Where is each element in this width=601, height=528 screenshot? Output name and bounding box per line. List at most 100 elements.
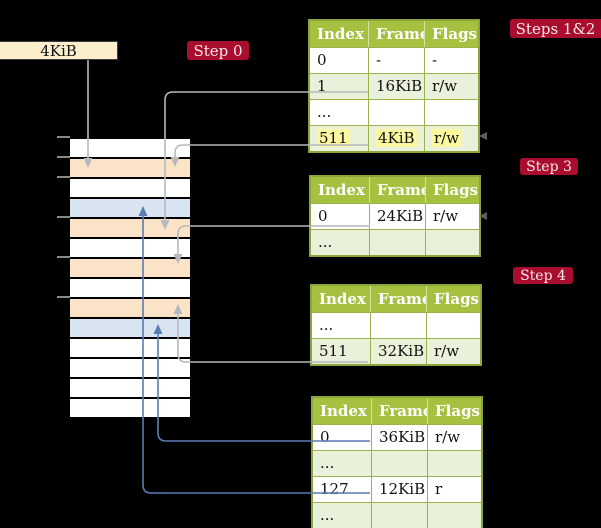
- column-header: Frame: [371, 398, 427, 424]
- table-cell: 0: [320, 428, 330, 446]
- size-box-4kib: 4KiB: [0, 41, 118, 60]
- table-cell: 0: [318, 207, 328, 225]
- highlighted-value: 4KiB: [376, 129, 417, 147]
- table-cell: -: [424, 48, 478, 73]
- table-cell: r/w: [427, 425, 481, 450]
- table-row: ...: [313, 502, 481, 528]
- memory-row-peach: [70, 219, 190, 239]
- column-header: Frame: [368, 21, 424, 47]
- table-row: 511 4KiB r/w: [310, 125, 478, 151]
- column-header: Flags: [425, 177, 479, 203]
- table-header-row: IndexFrameFlags: [312, 286, 480, 312]
- table-cell: ...: [320, 454, 335, 472]
- table-cell: 36KiB: [371, 425, 427, 450]
- memory-tick: [57, 136, 70, 138]
- table-row: ...: [311, 229, 479, 255]
- highlighted-value: 511: [317, 129, 350, 147]
- step-4-label: Step 4: [520, 267, 566, 284]
- table-cell: 1: [317, 77, 327, 95]
- memory-tick: [57, 176, 70, 178]
- highlighted-value: r/w: [432, 129, 462, 147]
- memory-row-white: [70, 359, 190, 379]
- page-table-step-3: IndexFrameFlags024KiBr/w...: [309, 175, 481, 257]
- column-header: Frame: [370, 286, 426, 312]
- table-cell: 12KiB: [371, 477, 427, 502]
- table-row: 0 --: [310, 47, 478, 73]
- table-row: ...: [312, 312, 480, 338]
- cropped-pointer-pt1-row511-arrowhead-icon: [479, 132, 487, 140]
- memory-row-white: [70, 239, 190, 259]
- table-cell: ...: [319, 316, 334, 334]
- memory-row-white: [70, 379, 190, 399]
- column-header: Index: [318, 181, 365, 199]
- column-header: Index: [317, 25, 364, 43]
- memory-tick: [57, 296, 70, 298]
- steps-1-2-badge: Steps 1&2: [510, 19, 601, 38]
- column-header: Flags: [427, 398, 481, 424]
- memory-tick: [57, 216, 70, 218]
- memory-row-peach: [70, 299, 190, 319]
- column-header: Index: [320, 402, 367, 420]
- table-cell: [369, 230, 425, 255]
- table-cell: -: [368, 48, 424, 73]
- table-cell: 4KiB: [368, 126, 424, 151]
- table-cell: r/w: [426, 339, 480, 364]
- table-cell: ...: [317, 103, 332, 121]
- table-cell: [371, 503, 427, 528]
- table-header-row: IndexFrameFlags: [311, 177, 479, 203]
- memory-row-white: [70, 179, 190, 199]
- table-cell: 127: [320, 480, 349, 498]
- memory-tick: [57, 156, 70, 158]
- table-header-row: IndexFrameFlags: [313, 398, 481, 424]
- table-cell: [425, 230, 479, 255]
- table-cell: [371, 451, 427, 476]
- size-box-label: 4KiB: [40, 41, 77, 60]
- memory-row-white: [70, 139, 190, 159]
- memory-tick: [57, 256, 70, 258]
- table-cell: 24KiB: [369, 204, 425, 229]
- table-cell: [424, 100, 478, 125]
- column-header: Flags: [426, 286, 480, 312]
- table-cell: 0: [317, 51, 327, 69]
- step-3-label: Step 3: [526, 158, 572, 175]
- table-cell: r/w: [424, 74, 478, 99]
- step-0-label: Step 0: [193, 41, 243, 60]
- memory-row-white: [70, 399, 190, 419]
- table-row: ...: [310, 99, 478, 125]
- step-0-badge: Step 0: [187, 41, 249, 60]
- table-cell: 16KiB: [368, 74, 424, 99]
- table-cell: [426, 313, 480, 338]
- table-cell: [368, 100, 424, 125]
- table-cell: ...: [318, 233, 333, 251]
- step-4-badge: Step 4: [513, 267, 573, 284]
- table-cell: r: [427, 477, 481, 502]
- table-cell: 511: [319, 342, 348, 360]
- table-header-row: IndexFrameFlags: [310, 21, 478, 47]
- step-3-badge: Step 3: [520, 158, 578, 175]
- table-cell: 32KiB: [370, 339, 426, 364]
- memory-row-white: [70, 339, 190, 359]
- table-cell: [427, 503, 481, 528]
- memory-row-peach: [70, 159, 190, 179]
- memory-row-blue: [70, 199, 190, 219]
- table-cell: 511: [310, 126, 368, 151]
- steps-1-2-label: Steps 1&2: [515, 19, 596, 38]
- column-header: Frame: [369, 177, 425, 203]
- column-header: Flags: [424, 21, 478, 47]
- memory-row-blue: [70, 319, 190, 339]
- table-cell: ...: [320, 506, 335, 524]
- table-cell: [370, 313, 426, 338]
- column-header: Index: [319, 290, 366, 308]
- memory-column: [70, 137, 190, 419]
- memory-ticks: [57, 136, 71, 437]
- table-row: ...: [313, 450, 481, 476]
